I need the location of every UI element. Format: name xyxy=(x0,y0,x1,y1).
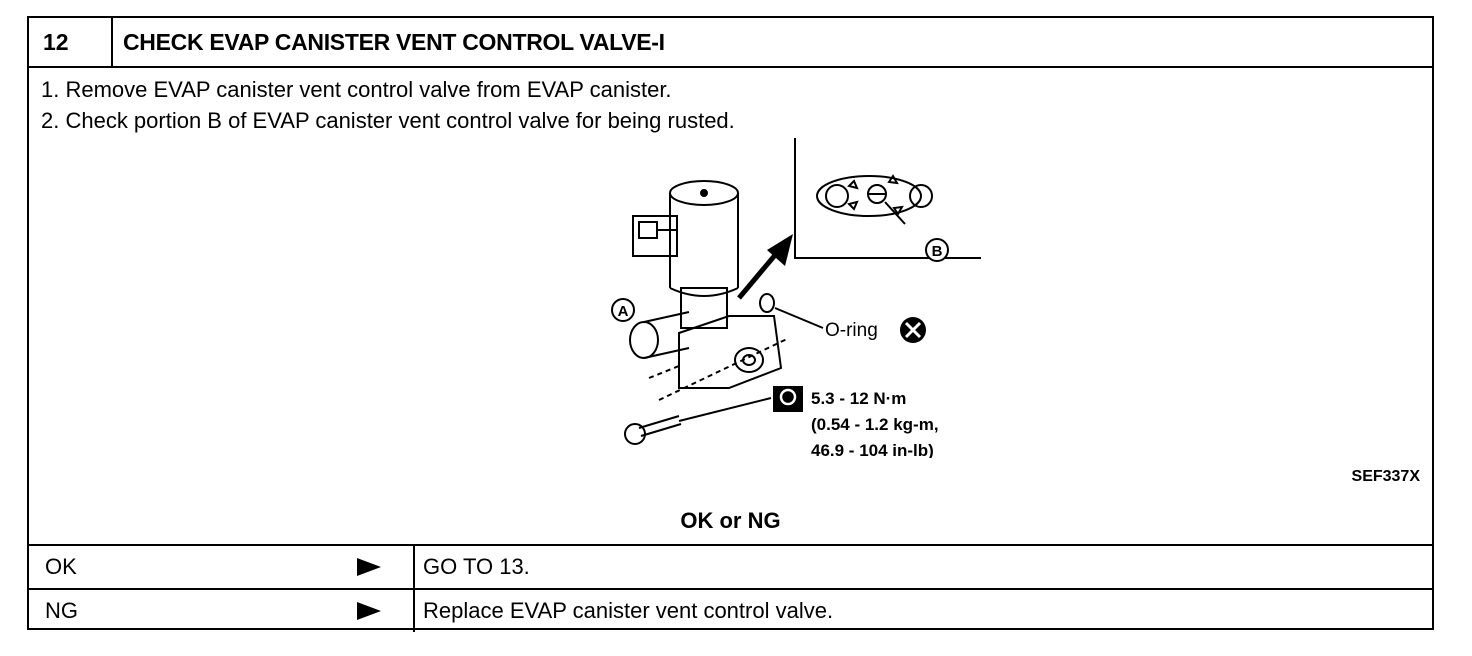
label-a-marker: A xyxy=(611,298,635,322)
torque-spec-line-3: 46.9 - 104 in-lb) xyxy=(811,441,934,458)
oring-label: O-ring xyxy=(825,320,878,341)
flange-outline xyxy=(816,175,922,217)
do-not-reuse-icon xyxy=(900,317,926,343)
instruction-list: 1. Remove EVAP canister vent control val… xyxy=(41,74,735,136)
step-number: 12 xyxy=(29,18,113,66)
result-action-ok: GO TO 13. xyxy=(423,554,530,579)
result-action-ng: Replace EVAP canister vent control valve… xyxy=(423,598,834,623)
torque-wrench-icon xyxy=(773,386,803,412)
instruction-step-1: 1. Remove EVAP canister vent control val… xyxy=(41,77,672,102)
label-a: A xyxy=(618,303,629,320)
label-b: B xyxy=(932,243,943,260)
label-b-marker: B xyxy=(925,238,949,262)
play-arrow-icon xyxy=(357,602,381,620)
torque-spec-line-2: (0.54 - 1.2 kg-m, xyxy=(811,415,939,434)
instruction-step-2: 2. Check portion B of EVAP canister vent… xyxy=(41,108,735,133)
result-condition-ng: NG xyxy=(29,590,415,632)
play-arrow-icon xyxy=(357,558,381,576)
valve-illustration: A B O-ring 5.3 - 12 N·m (0.54 - 1.2 kg-m… xyxy=(611,138,981,458)
direction-arrow xyxy=(767,234,793,266)
inset-frame xyxy=(794,138,981,259)
step-title: CHECK EVAP CANISTER VENT CONTROL VALVE-I xyxy=(123,29,665,55)
result-row-ng: NG Replace EVAP canister vent control va… xyxy=(29,588,1432,632)
figure-code: SEF337X xyxy=(1351,468,1420,485)
result-question: OK or NG xyxy=(680,508,781,533)
procedure-table: 12 CHECK EVAP CANISTER VENT CONTROL VALV… xyxy=(27,16,1434,632)
result-row-ok: OK GO TO 13. xyxy=(29,544,1432,588)
step-header: 12 CHECK EVAP CANISTER VENT CONTROL VALV… xyxy=(29,18,1432,68)
result-condition-ok: OK xyxy=(29,546,415,588)
torque-spec-line-1: 5.3 - 12 N·m xyxy=(811,389,906,408)
